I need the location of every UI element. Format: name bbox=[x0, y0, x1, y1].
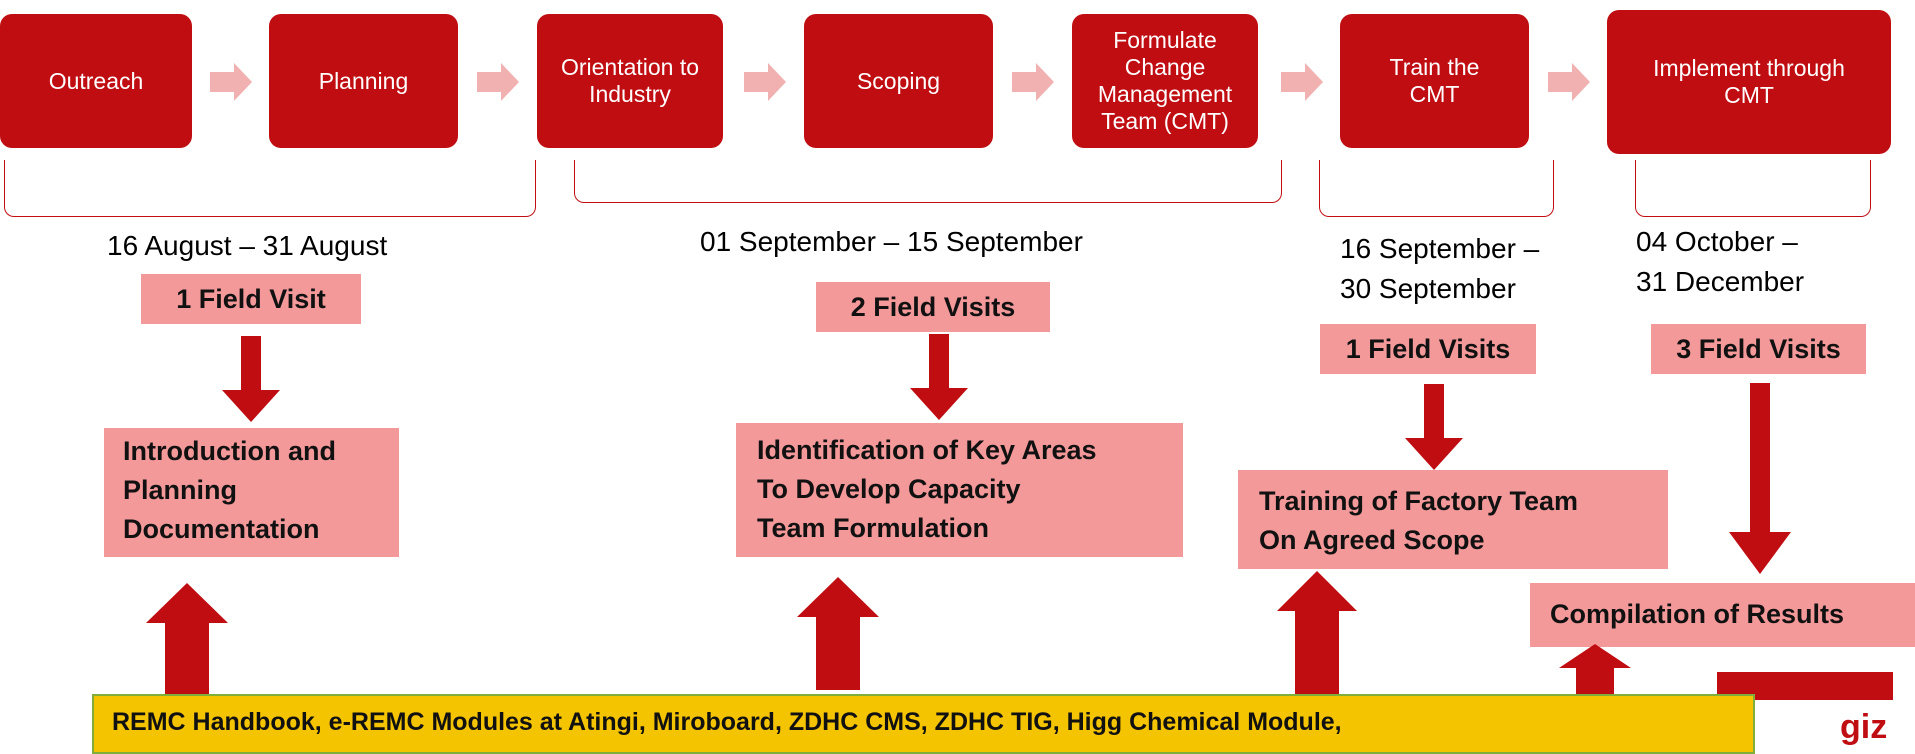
step-implement-through-cmt[interactable]: Implement through CMT bbox=[1607, 10, 1891, 154]
chevron-arrow-icon bbox=[477, 63, 519, 101]
phase-bracket-3 bbox=[1319, 160, 1554, 217]
phase-bracket-1 bbox=[4, 160, 536, 217]
up-arrow-icon bbox=[1559, 644, 1631, 696]
step-formulate-cmt[interactable]: Formulate Change Management Team (CMT) bbox=[1072, 14, 1258, 148]
chevron-arrow-icon bbox=[210, 63, 252, 101]
phase-outcome-4: Compilation of Results bbox=[1530, 583, 1915, 647]
giz-logo: giz bbox=[1840, 708, 1888, 746]
phase-period-1: 16 August – 31 August bbox=[107, 230, 388, 261]
resources-bar: REMC Handbook, e-REMC Modules at Atingi,… bbox=[92, 694, 1755, 754]
up-arrow-icon bbox=[1277, 571, 1357, 696]
step-outreach[interactable]: Outreach bbox=[0, 14, 192, 148]
chevron-arrow-icon bbox=[744, 63, 786, 101]
chevron-arrow-icon bbox=[1281, 63, 1323, 101]
step-train-the-cmt[interactable]: Train the CMT bbox=[1340, 14, 1529, 148]
chevron-arrow-icon bbox=[1548, 63, 1590, 101]
phase-outcome-3: Training of Factory Team On Agreed Scope bbox=[1238, 470, 1668, 569]
phase-visits-2: 2 Field Visits bbox=[816, 282, 1050, 332]
down-arrow-icon bbox=[910, 334, 968, 420]
phase-bracket-2 bbox=[574, 160, 1282, 203]
step-scoping[interactable]: Scoping bbox=[804, 14, 993, 148]
up-arrow-icon bbox=[797, 577, 879, 690]
chevron-arrow-icon bbox=[1012, 63, 1054, 101]
phase-period-2: 01 September – 15 September bbox=[700, 226, 1083, 257]
down-arrow-icon bbox=[222, 336, 280, 422]
step-orientation-to-industry[interactable]: Orientation to Industry bbox=[537, 14, 723, 148]
phase-visits-1: 1 Field Visit bbox=[141, 274, 361, 324]
phase-period-3: 16 September – 30 September bbox=[1340, 233, 1540, 304]
step-planning[interactable]: Planning bbox=[269, 14, 458, 148]
up-arrow-icon bbox=[146, 583, 228, 696]
phase-visits-4: 3 Field Visits bbox=[1651, 324, 1866, 374]
phase-period-4: 04 October – 31 December bbox=[1636, 226, 1805, 297]
down-arrow-icon bbox=[1405, 384, 1463, 470]
phase-bracket-4 bbox=[1635, 160, 1871, 217]
phase-outcome-1: Introduction and Planning Documentation bbox=[104, 428, 399, 557]
down-arrow-icon bbox=[1729, 383, 1791, 574]
phase-outcome-2: Identification of Key Areas To Develop C… bbox=[736, 423, 1183, 557]
phase-visits-3: 1 Field Visits bbox=[1320, 324, 1536, 374]
